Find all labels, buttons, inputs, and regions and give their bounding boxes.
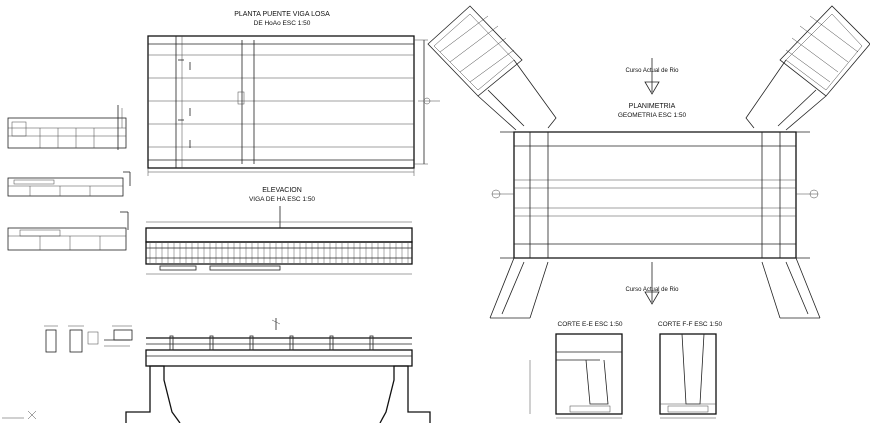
section-ff-title: CORTE F-F ESC 1:50 xyxy=(658,321,723,328)
bar-details xyxy=(44,325,133,353)
planimetry-view: Curso Actual de Rio PLANIMETRIA GEOMETRI… xyxy=(427,5,870,319)
river-label-bottom: Curso Actual de Rio xyxy=(625,287,679,293)
stirrup-hatch xyxy=(149,243,409,263)
bridge-elevation xyxy=(125,318,431,423)
section-ee-title: CORTE E-E ESC 1:50 xyxy=(558,321,623,328)
river-label-top: Curso Actual de Rio xyxy=(625,68,679,74)
section-ff: CORTE F-F ESC 1:50 xyxy=(658,321,723,419)
elevation-title: ELEVACION xyxy=(262,187,302,194)
gabion-top-right xyxy=(779,5,870,97)
plan-view: PLANTA PUENTE VIGA LOSA DE HoAo ESC 1:50 xyxy=(147,11,440,176)
planimetry-title: PLANIMETRIA xyxy=(629,103,676,110)
plan-subtitle: DE HoAo ESC 1:50 xyxy=(254,20,311,27)
elevation-view: ELEVACION VIGA DE HA ESC 1:50 xyxy=(145,187,413,275)
left-detail-sections xyxy=(7,105,131,251)
elevation-subtitle: VIGA DE HA ESC 1:50 xyxy=(249,196,315,203)
gabion-top-left xyxy=(427,5,523,97)
section-ee: CORTE E-E ESC 1:50 xyxy=(529,321,623,419)
axis-mark xyxy=(2,410,37,420)
planimetry-subtitle: GEOMETRIA ESC 1:50 xyxy=(618,112,687,119)
plan-title: PLANTA PUENTE VIGA LOSA xyxy=(234,11,330,18)
